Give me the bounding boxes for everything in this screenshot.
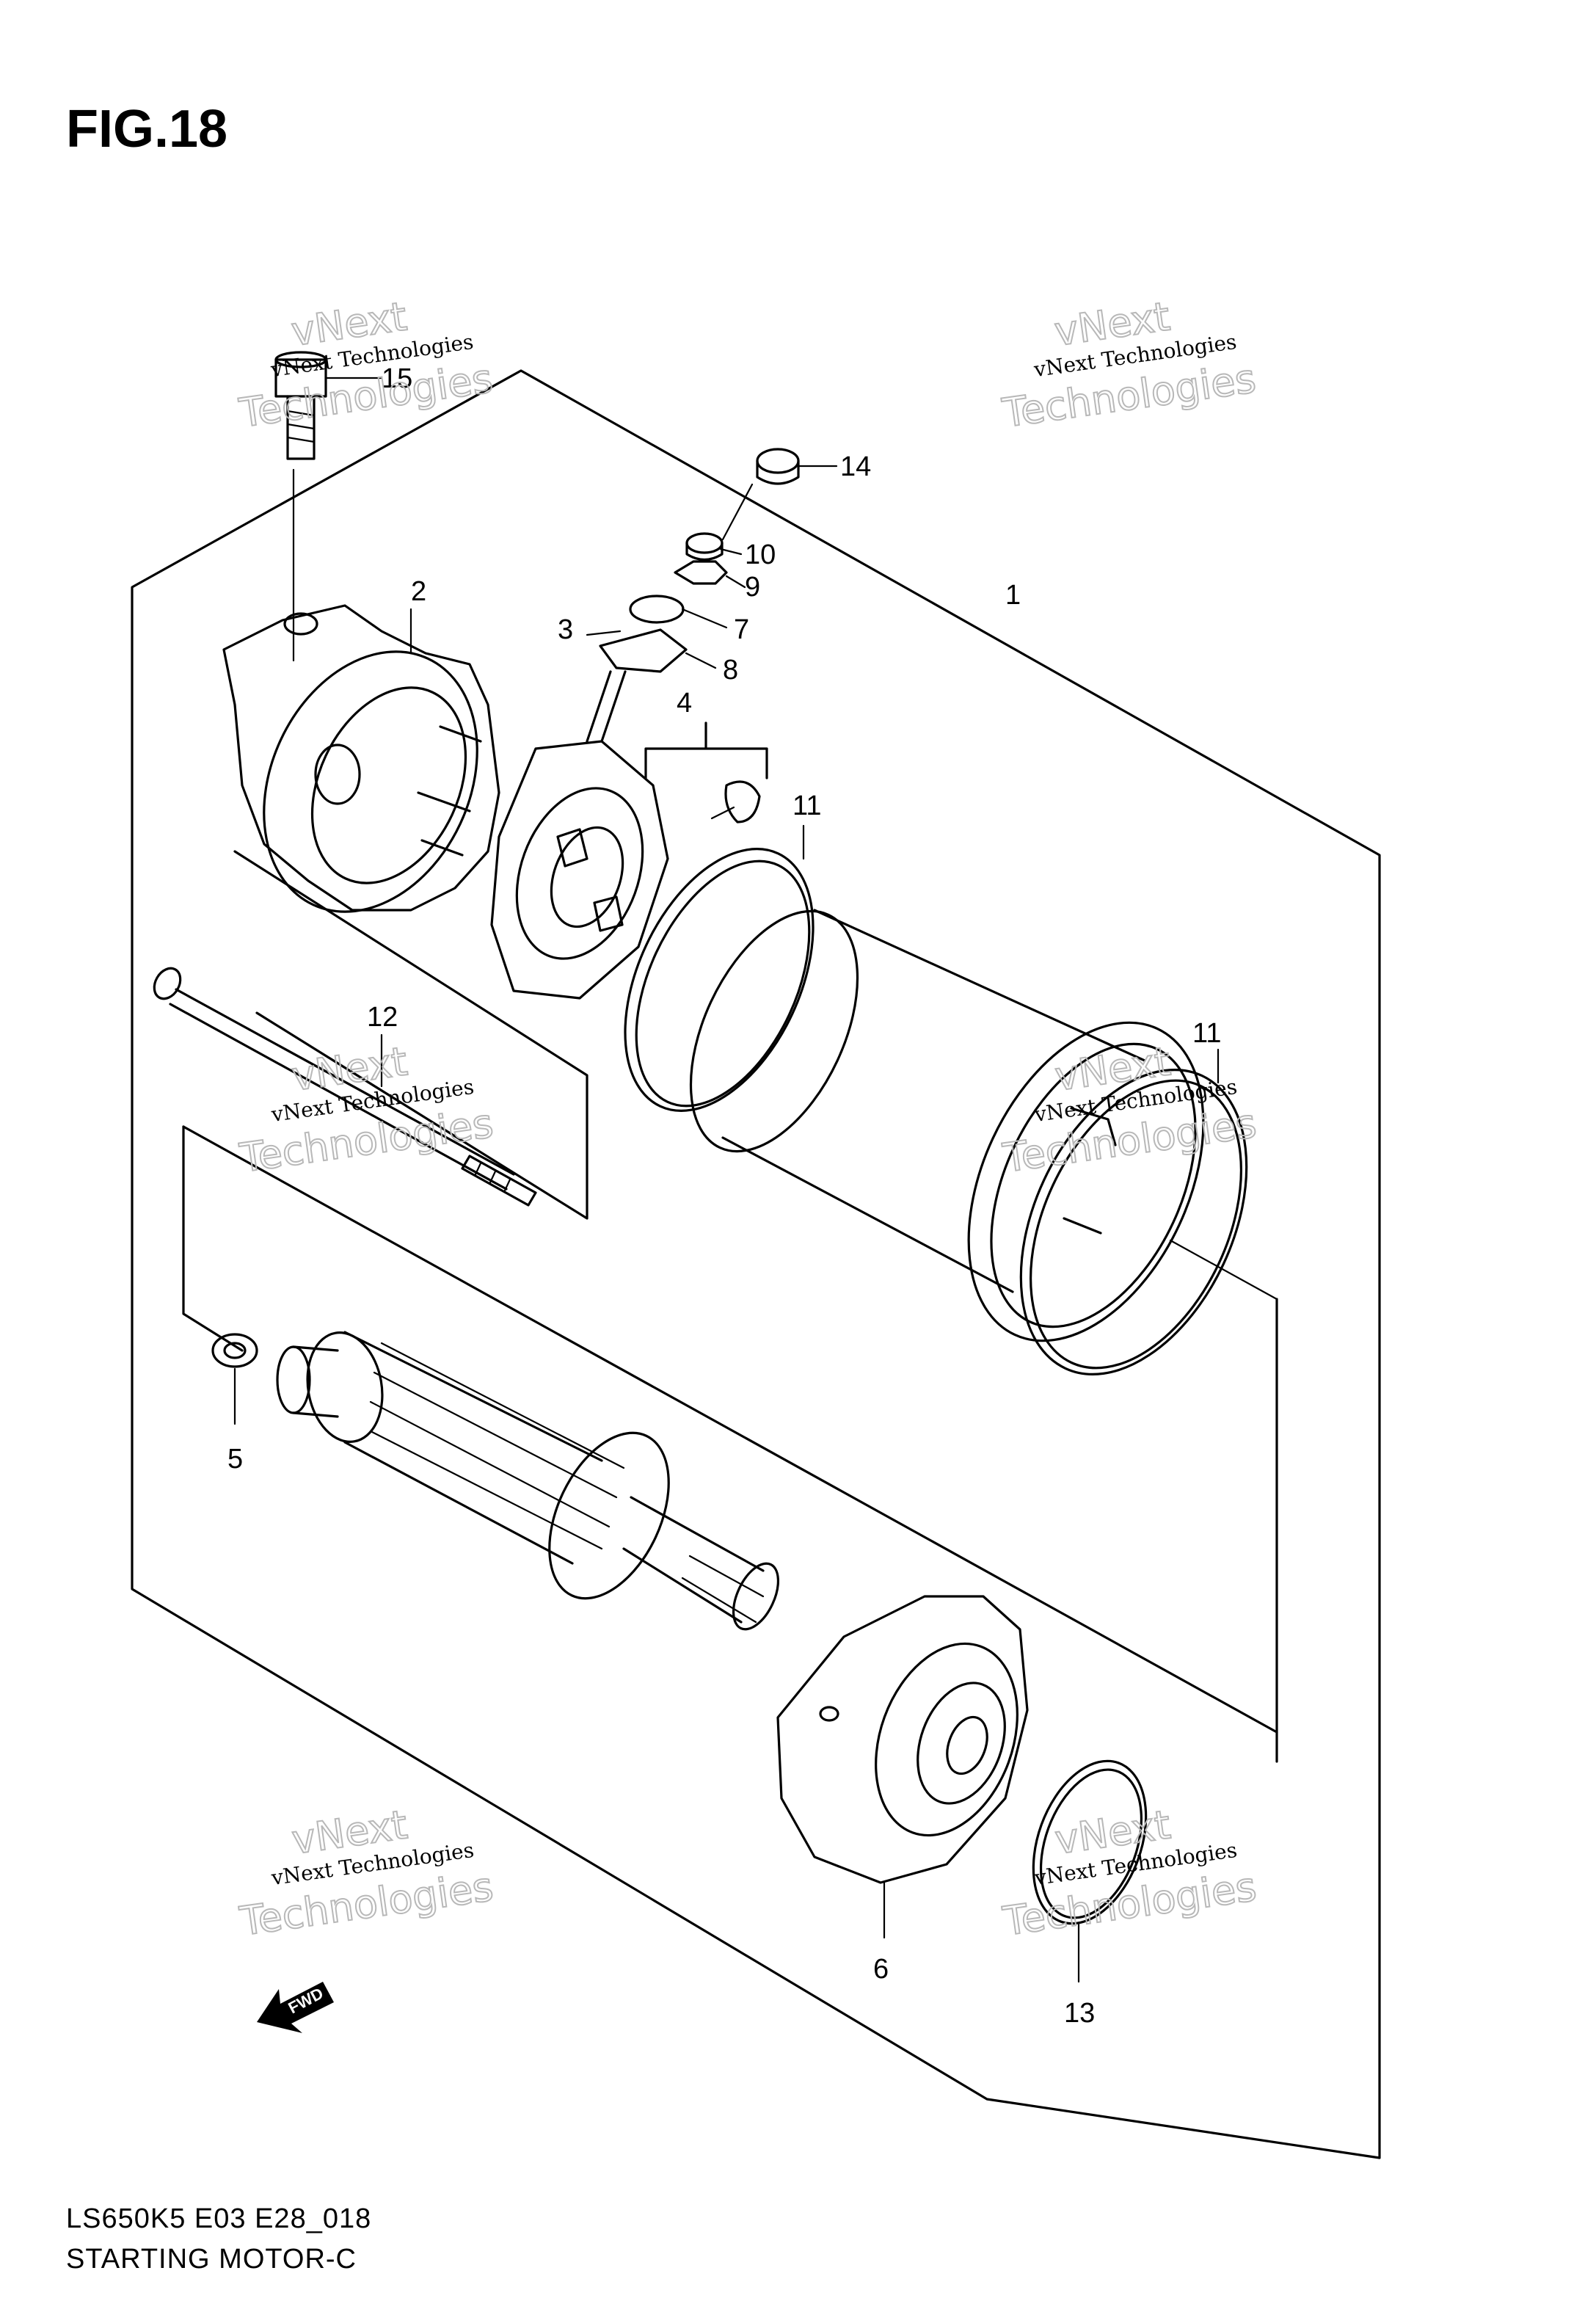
washer-part-5: [211, 1333, 258, 1425]
bolt-part-15: [274, 351, 383, 460]
model-code: LS650K5 E03 E28_018: [66, 2203, 371, 2234]
callout-9: 9: [745, 572, 760, 603]
yoke-cylinder: [689, 909, 1205, 1342]
assembly-outline: [131, 369, 1381, 2159]
callout-2: 2: [411, 576, 426, 607]
callout-3: 3: [558, 614, 573, 645]
callout-13: 13: [1064, 1998, 1095, 2029]
callout-7: 7: [734, 614, 749, 645]
watermark-mid-right: vNext vNext Technologies Technologies: [999, 1037, 1260, 1182]
callout-11-lower: 11: [1192, 1018, 1221, 1049]
watermark-top-right: vNext vNext Technologies Technologies: [999, 292, 1259, 437]
watermark-bottom-right: vNext vNext Technologies Technologies: [999, 1800, 1260, 1945]
callout-8: 8: [723, 655, 738, 686]
drive-end-housing-part-6: [776, 1595, 1029, 1939]
callout-labels: 15 2 14 10 9 3 7 8 4 1 11 11 12 5 6 13: [227, 363, 1221, 2029]
housing-part-2: [222, 604, 500, 913]
watermark-bottom-left: vNext vNext Technologies Technologies: [236, 1800, 497, 1945]
through-bolt-part-12: [153, 967, 537, 1207]
callout-4: 4: [677, 688, 692, 719]
o-ring-part-11-upper: [624, 824, 815, 1112]
callout-15: 15: [382, 363, 412, 394]
diagram-caption: STARTING MOTOR-C: [66, 2244, 357, 2275]
figure-title: FIG.18: [66, 100, 227, 159]
fwd-arrow-icon: FWD: [257, 1982, 334, 2033]
brush-plate-part-4: [490, 721, 768, 1000]
watermark-top-left: vNext vNext Technologies Technologies: [236, 292, 496, 437]
callout-11-upper: 11: [792, 790, 821, 821]
callout-5: 5: [227, 1444, 243, 1475]
terminal-stack: [586, 448, 838, 743]
callout-6: 6: [873, 1954, 889, 1985]
o-ring-part-11-lower: [1019, 1048, 1248, 1375]
callout-1: 1: [1005, 580, 1021, 611]
callout-14: 14: [840, 451, 871, 482]
watermark-mid-left: vNext vNext Technologies Technologies: [236, 1037, 497, 1182]
o-ring-part-13: [1032, 1759, 1148, 1983]
callout-10: 10: [745, 539, 776, 570]
armature: [276, 1331, 780, 1631]
callout-12: 12: [367, 1002, 398, 1033]
